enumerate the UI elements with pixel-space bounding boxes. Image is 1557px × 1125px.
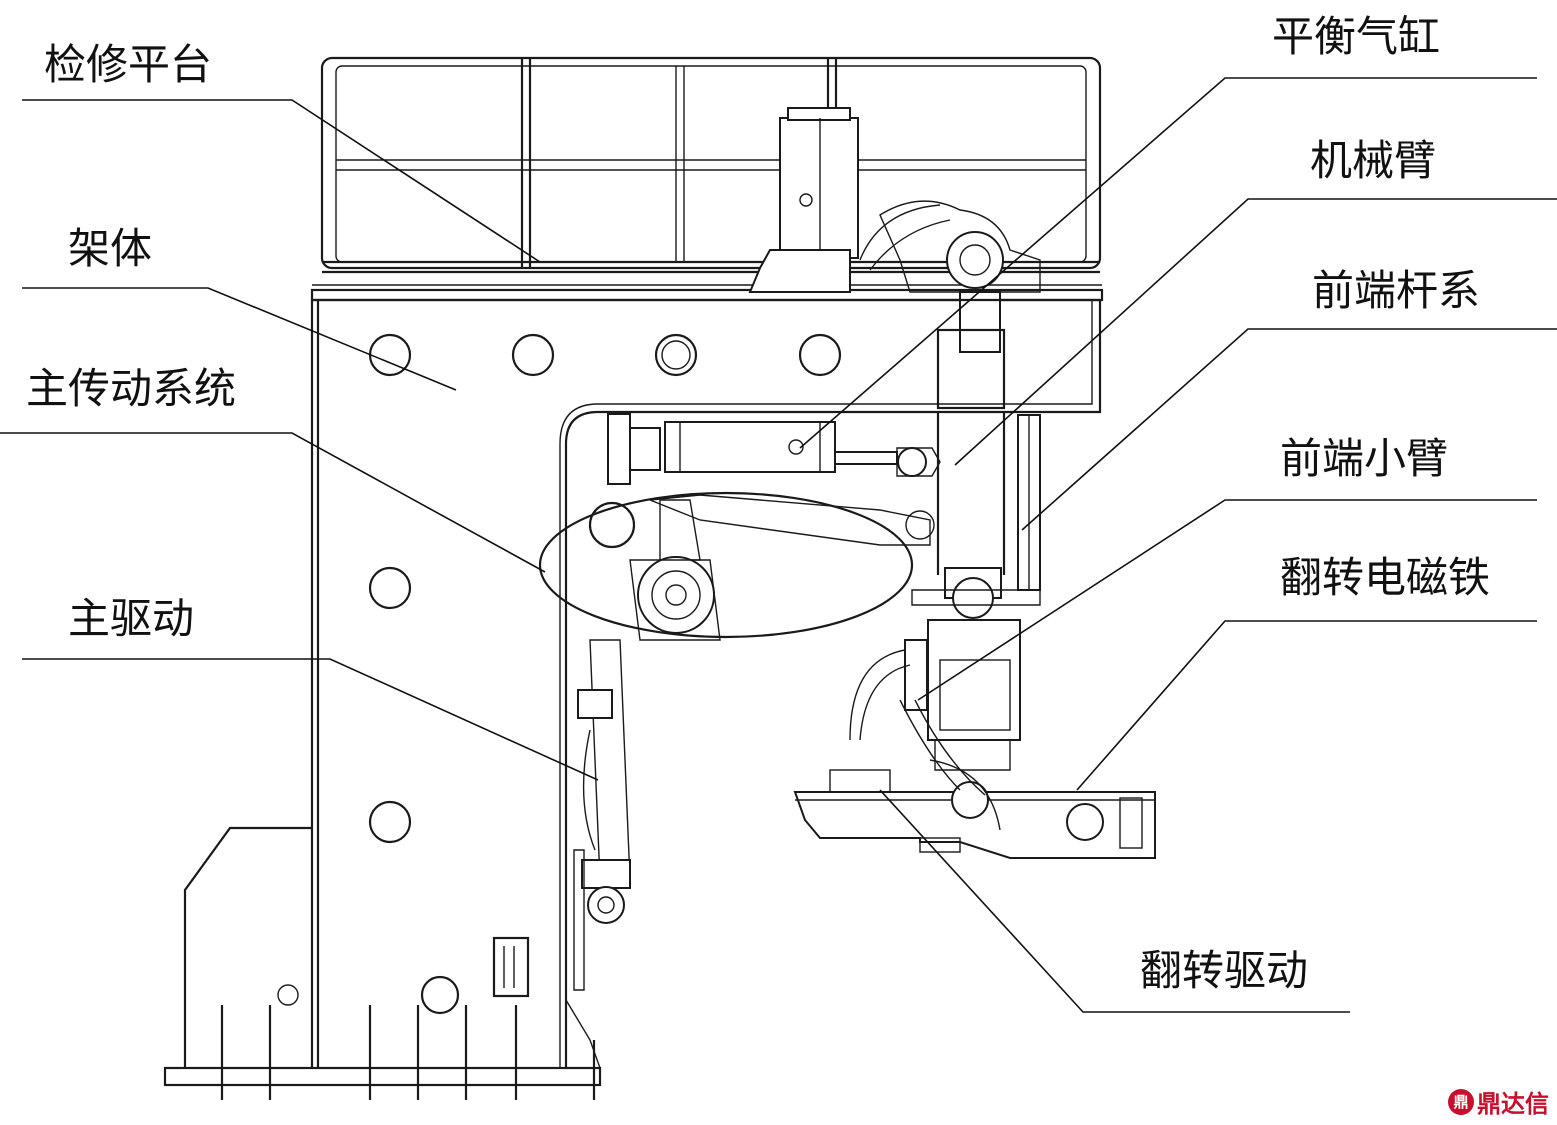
motor-unit bbox=[748, 107, 859, 293]
label-flip-drive: 翻转驱动 bbox=[1140, 946, 1309, 995]
leader-lines bbox=[0, 77, 1557, 1013]
main-drive-unit bbox=[573, 639, 631, 991]
label-arm: 机械臂 bbox=[1310, 136, 1437, 185]
label-main-drive: 主驱动 bbox=[68, 594, 195, 643]
logo-text: 鼎达信 bbox=[1477, 1090, 1549, 1118]
label-main-transmission: 主传动系统 bbox=[26, 364, 237, 413]
label-front-linkage: 前端杆系 bbox=[1312, 266, 1481, 315]
logo-icon: 鼎 bbox=[1448, 1088, 1474, 1115]
main-frame bbox=[163, 298, 1102, 1100]
watermark-logo: 鼎 鼎达信 bbox=[1448, 1084, 1549, 1119]
flip-magnet-tool bbox=[793, 699, 1156, 859]
label-flip-magnet: 翻转电磁铁 bbox=[1280, 553, 1491, 602]
front-small-arm bbox=[849, 567, 1041, 771]
anchor-bolts bbox=[220, 1005, 596, 1100]
robot-arm bbox=[936, 328, 1041, 591]
main-transmission bbox=[538, 491, 935, 641]
balance-cylinder bbox=[607, 413, 941, 485]
label-maintenance-platform: 检修平台 bbox=[44, 40, 213, 89]
label-balance-cylinder: 平衡气缸 bbox=[1272, 12, 1441, 61]
label-frame: 架体 bbox=[68, 224, 153, 273]
label-front-small-arm: 前端小臂 bbox=[1280, 434, 1449, 483]
